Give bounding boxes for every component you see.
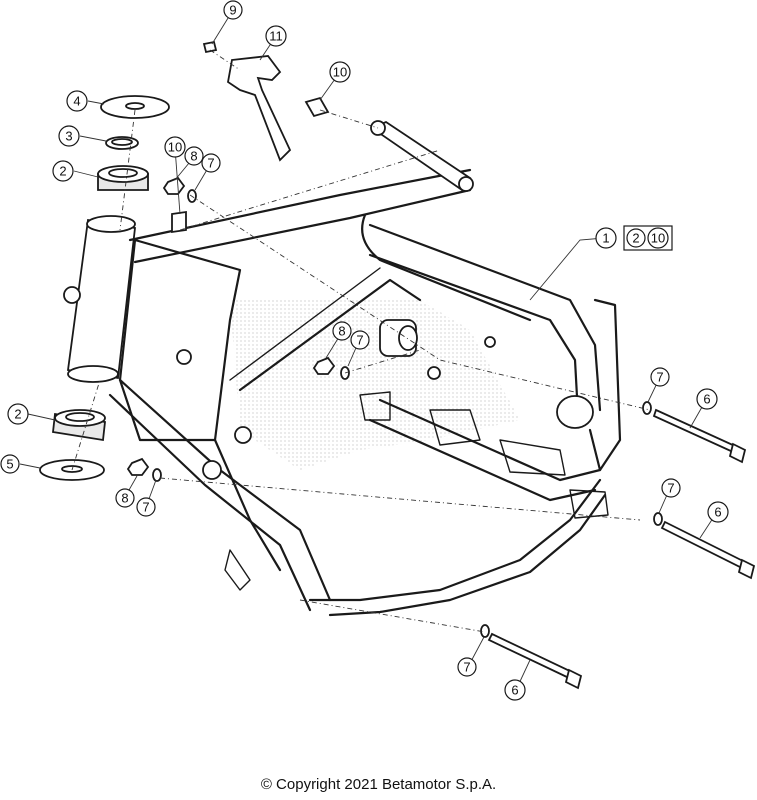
svg-text:1: 1 (602, 231, 609, 246)
svg-text:7: 7 (656, 370, 663, 385)
callout-7: 7 (201, 153, 221, 173)
frame-shading (230, 300, 520, 470)
callout-8: 8 (332, 321, 352, 341)
svg-text:10: 10 (333, 65, 347, 80)
part-10-bushing-left (171, 210, 187, 234)
callout-6: 6 (504, 679, 526, 701)
svg-text:8: 8 (338, 324, 345, 339)
part-6-bolt (487, 632, 583, 690)
callout-7: 7 (650, 367, 670, 387)
callout-2: 2 (7, 403, 29, 425)
callout-3: 3 (58, 125, 80, 147)
part-6-bolt (660, 520, 756, 580)
callout-7: 7 (661, 478, 681, 498)
callout-1: 1 2 10 (595, 225, 673, 251)
svg-text:8: 8 (121, 491, 128, 506)
callout-7: 7 (136, 497, 156, 517)
svg-text:7: 7 (463, 660, 470, 675)
callout-5: 5 (0, 454, 20, 474)
svg-text:11: 11 (269, 29, 283, 44)
svg-text:4: 4 (73, 94, 80, 109)
assembly-axes (71, 49, 651, 633)
svg-text:7: 7 (356, 333, 363, 348)
callout-7: 7 (457, 657, 477, 677)
callout-6: 6 (696, 388, 718, 410)
copyright-notice: © Copyright 2021 Betamotor S.p.A. (260, 776, 497, 793)
callout-7: 7 (350, 330, 370, 350)
svg-text:10: 10 (651, 231, 665, 246)
callout-9: 9 (223, 0, 243, 20)
callout-6: 6 (707, 501, 729, 523)
svg-text:6: 6 (511, 683, 518, 698)
svg-text:7: 7 (667, 481, 674, 496)
callout-8: 8 (115, 488, 135, 508)
svg-text:7: 7 (207, 156, 214, 171)
svg-text:2: 2 (59, 164, 66, 179)
callout-11: 11 (265, 25, 287, 47)
main-frame (63, 168, 622, 617)
callout-10: 10 (164, 136, 186, 158)
svg-text:3: 3 (65, 129, 72, 144)
callout-10: 10 (329, 61, 351, 83)
svg-text:2: 2 (632, 231, 639, 246)
part-8-nut (162, 176, 186, 195)
svg-text:6: 6 (714, 505, 721, 520)
callout-8: 8 (184, 146, 204, 166)
svg-text:10: 10 (168, 140, 182, 155)
part-10-bushing (304, 96, 330, 118)
svg-text:8: 8 (190, 149, 197, 164)
callout-4: 4 (66, 90, 88, 112)
svg-text:6: 6 (703, 392, 710, 407)
exploded-parts (39, 40, 756, 690)
svg-text:7: 7 (142, 500, 149, 515)
svg-text:5: 5 (6, 457, 13, 472)
part-9-bolt (202, 40, 218, 54)
part-6-bolt (652, 408, 747, 464)
svg-text:9: 9 (229, 3, 236, 18)
part-11-bracket (227, 55, 292, 162)
callout-2: 2 (52, 160, 74, 182)
svg-text:2: 2 (14, 407, 21, 422)
